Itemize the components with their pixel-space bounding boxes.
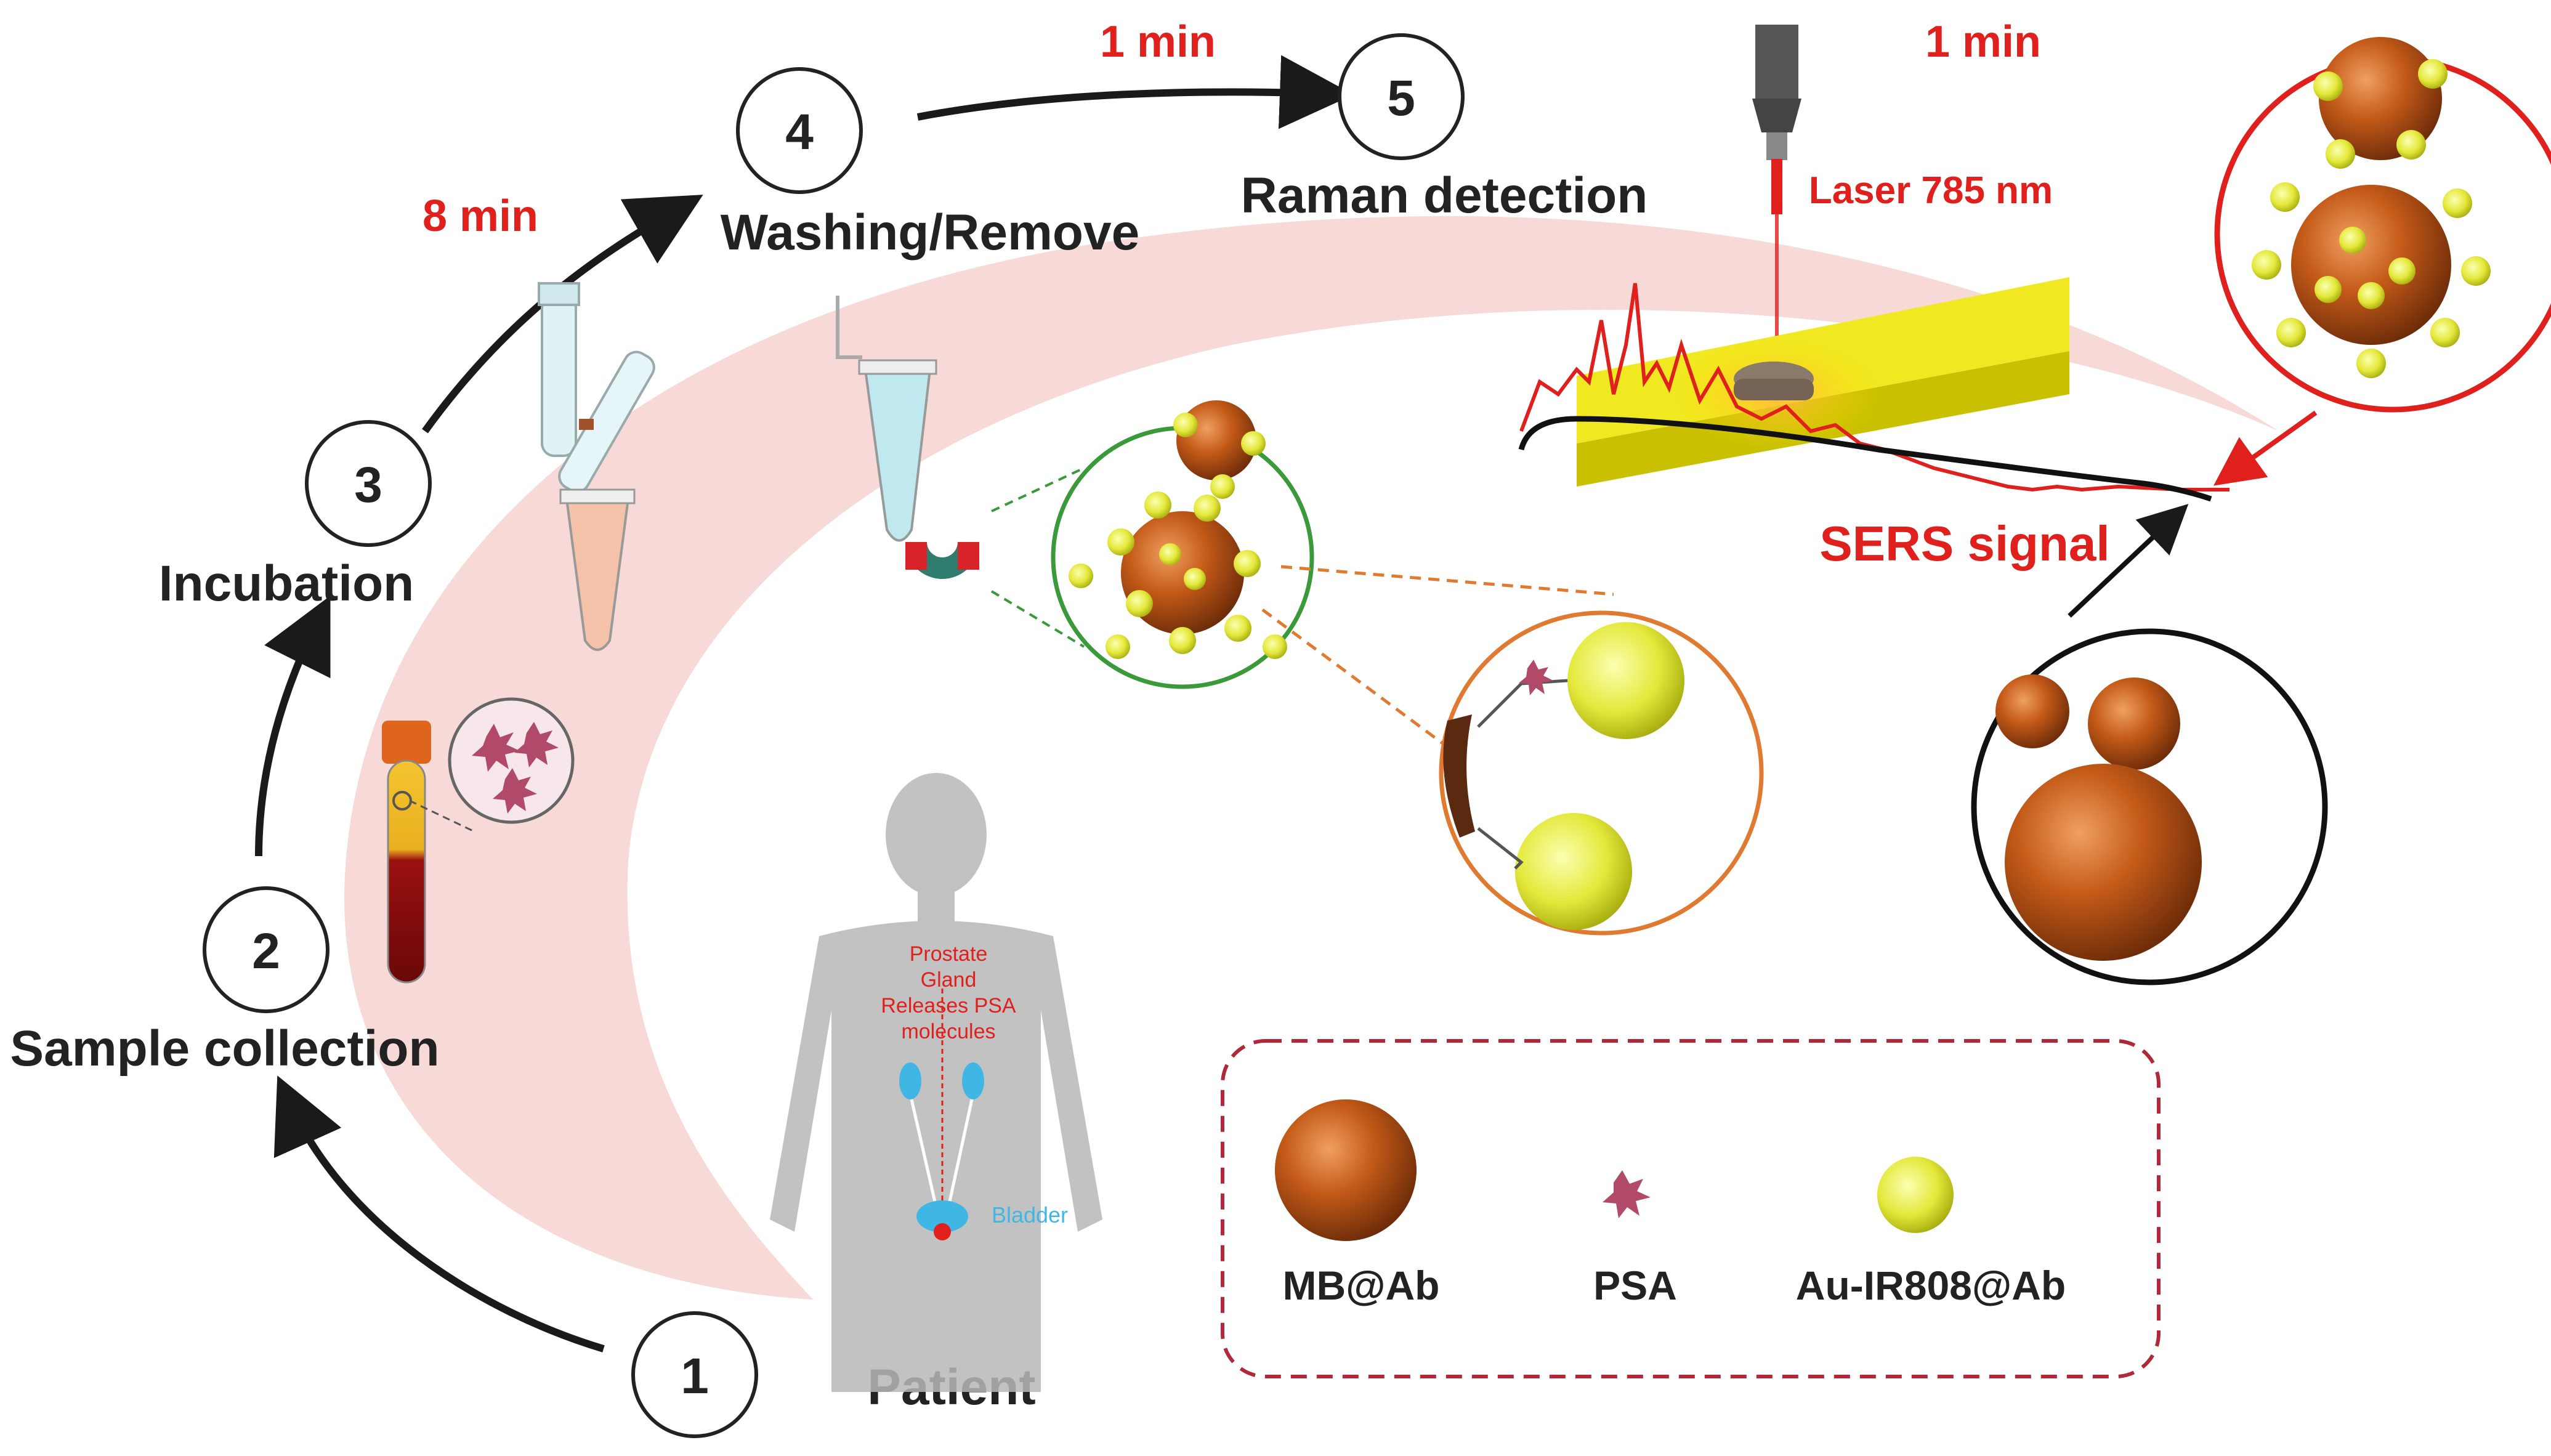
patient-silhouette: [770, 773, 1102, 1392]
incubation-tubes-icon: [538, 282, 655, 651]
washing-tube-icon: [836, 296, 937, 542]
bladder-icon: [916, 1200, 968, 1232]
laser-objective-icon: [1752, 25, 1801, 214]
magnet-icon: [905, 542, 979, 579]
legend-label-mb-ab: MB@Ab: [1283, 1263, 1440, 1308]
negative-arrow: [2068, 504, 2189, 618]
psa-molecule-icon: [493, 768, 537, 814]
legend-label-au-ir808-ab: Au-IR808@Ab: [1796, 1263, 2066, 1308]
psa-molecule-icon: [472, 724, 520, 772]
positive-sample-zoom: [2214, 37, 2551, 413]
svg-text:5: 5: [1387, 70, 1415, 126]
step-2-circle: 2: [203, 886, 329, 1013]
prostate-text-line-4: molecules: [901, 1020, 995, 1043]
psa-zoom-circle: [448, 697, 575, 824]
step-5-circle: 5: [1338, 33, 1465, 160]
washing-time: 1 min: [1100, 17, 1216, 67]
zoom-connector: [1261, 608, 1455, 753]
svg-text:1: 1: [681, 1348, 709, 1404]
prostate-text-line-3: Releases PSA: [881, 994, 1016, 1017]
arrow-4-to-5: [916, 55, 1354, 129]
kidney-icon: [899, 1062, 921, 1099]
step-3-circle: 3: [305, 420, 432, 547]
detection-time: 1 min: [1925, 17, 2041, 67]
step-2-label: Sample collection: [10, 1021, 439, 1077]
bladder-label: Bladder: [992, 1202, 1068, 1227]
step-4-label: Washing/Remove: [721, 204, 1139, 261]
gold-nanoparticle-icon: [1877, 1157, 1954, 1233]
psa-molecule-icon: [1519, 660, 1553, 695]
step-3-label: Incubation: [159, 556, 414, 612]
kidney-icon: [962, 1062, 984, 1099]
negative-sample-zoom: [1971, 628, 2328, 985]
urinary-system: [899, 989, 984, 1240]
svg-text:4: 4: [785, 104, 814, 160]
zoom-connector: [991, 467, 1085, 512]
svg-text:3: 3: [354, 457, 382, 513]
sers-signal-red-spectrum: [1519, 283, 2230, 492]
step-1-circle: 1: [631, 1311, 758, 1438]
prostate-icon: [934, 1223, 951, 1240]
zoom-connector: [990, 590, 1085, 648]
sandwich-detail-zoom: [1439, 610, 1764, 936]
sers-signal-label: SERS signal: [1819, 516, 2109, 571]
prostate-text-line-1: Prostate: [910, 942, 988, 966]
positive-arrow: [2213, 410, 2318, 486]
sers-signal-black-baseline: [1518, 416, 2212, 502]
arrow-1-to-2: [273, 1075, 605, 1353]
magnetic-bead-icon: [1275, 1099, 1417, 1241]
step-5-label: Raman detection: [1241, 168, 1648, 224]
legend: MB@Ab PSA Au-IR808@Ab: [1221, 1039, 2161, 1378]
zoom-connector: [1280, 565, 1614, 596]
arrow-2-to-3: [255, 596, 331, 857]
crescent-background: [344, 216, 2279, 1300]
captured-complex-zoom: [1051, 400, 1314, 689]
psa-molecule-icon: [1603, 1170, 1651, 1218]
incubation-time: 8 min: [422, 192, 538, 241]
legend-label-psa: PSA: [1593, 1263, 1677, 1308]
svg-text:2: 2: [252, 923, 280, 979]
prostate-text-line-2: Gland: [921, 968, 977, 992]
psa-molecule-icon: [514, 722, 559, 767]
laser-label: Laser 785 nm: [1809, 169, 2053, 212]
blood-tube-icon: [382, 721, 475, 984]
step-4-circle: 4: [736, 67, 863, 194]
